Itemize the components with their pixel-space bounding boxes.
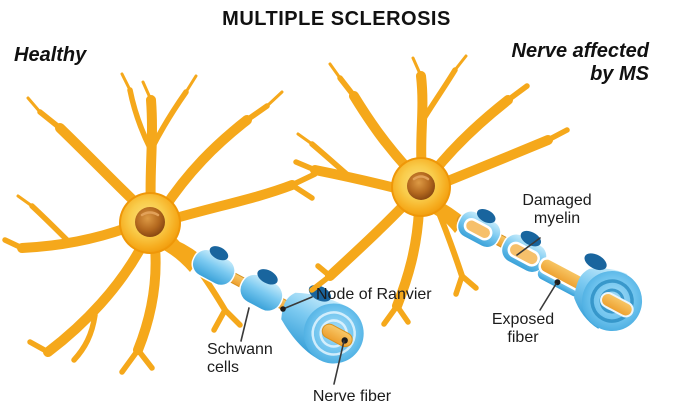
ms-nerve-fiber-core [600,292,634,318]
myelin-ring [311,311,356,356]
schwann-nucleus [209,246,229,261]
healthy-label: Healthy [14,44,87,66]
schwann-cells-label: Schwann cells [207,341,273,377]
pointer-lines [240,237,557,385]
ms-axon [456,208,643,332]
exposed-fiber-pointer [539,283,557,311]
schwann-nucleus [520,230,542,247]
node-of-ranvier-dot [280,306,286,312]
schwann-nucleus [476,208,496,224]
node-of-ranvier-pointer [282,296,313,310]
exposed-fiber-line2: fiber [507,328,539,346]
healthy-neuron [2,72,364,375]
exposed-fiber-patch [463,217,493,241]
schwann-nucleus [257,269,278,285]
ms-neuron [293,54,643,332]
damaged-myelin-label: Damaged myelin [522,192,591,228]
damaged-myelin-line2: myelin [533,209,581,227]
nucleus-highlight [412,175,430,181]
schwann-cells-line1: Schwann [207,341,273,358]
nerve-affected-line2: by MS [590,63,649,85]
diagram-title: MULTIPLE SCLEROSIS [222,8,451,30]
exposed-fiber-line1: Exposed [491,311,555,328]
healthy-dendrites [2,72,318,375]
schwann-cells-pointer [240,307,250,342]
schwann-nucleus [584,253,607,271]
nerve-fiber-pointer [333,340,345,385]
nerve-affected-label: Nerve affected by MS [512,40,649,86]
damaged-myelin-pointer [516,237,541,256]
exposed-fiber-label: Exposed fiber [492,311,554,347]
healthy-axon [191,246,364,364]
ms-dendrites [293,54,570,327]
nucleus-highlight [140,211,160,217]
node-of-ranvier-label: Node of Ranvier [316,286,432,303]
nerve-affected-line1: Nerve affected [511,40,649,62]
schwann-cells-line2: cells [207,358,240,376]
damaged-myelin-line1: Damaged [522,192,592,209]
nerve-fiber-label: Nerve fiber [312,388,392,405]
